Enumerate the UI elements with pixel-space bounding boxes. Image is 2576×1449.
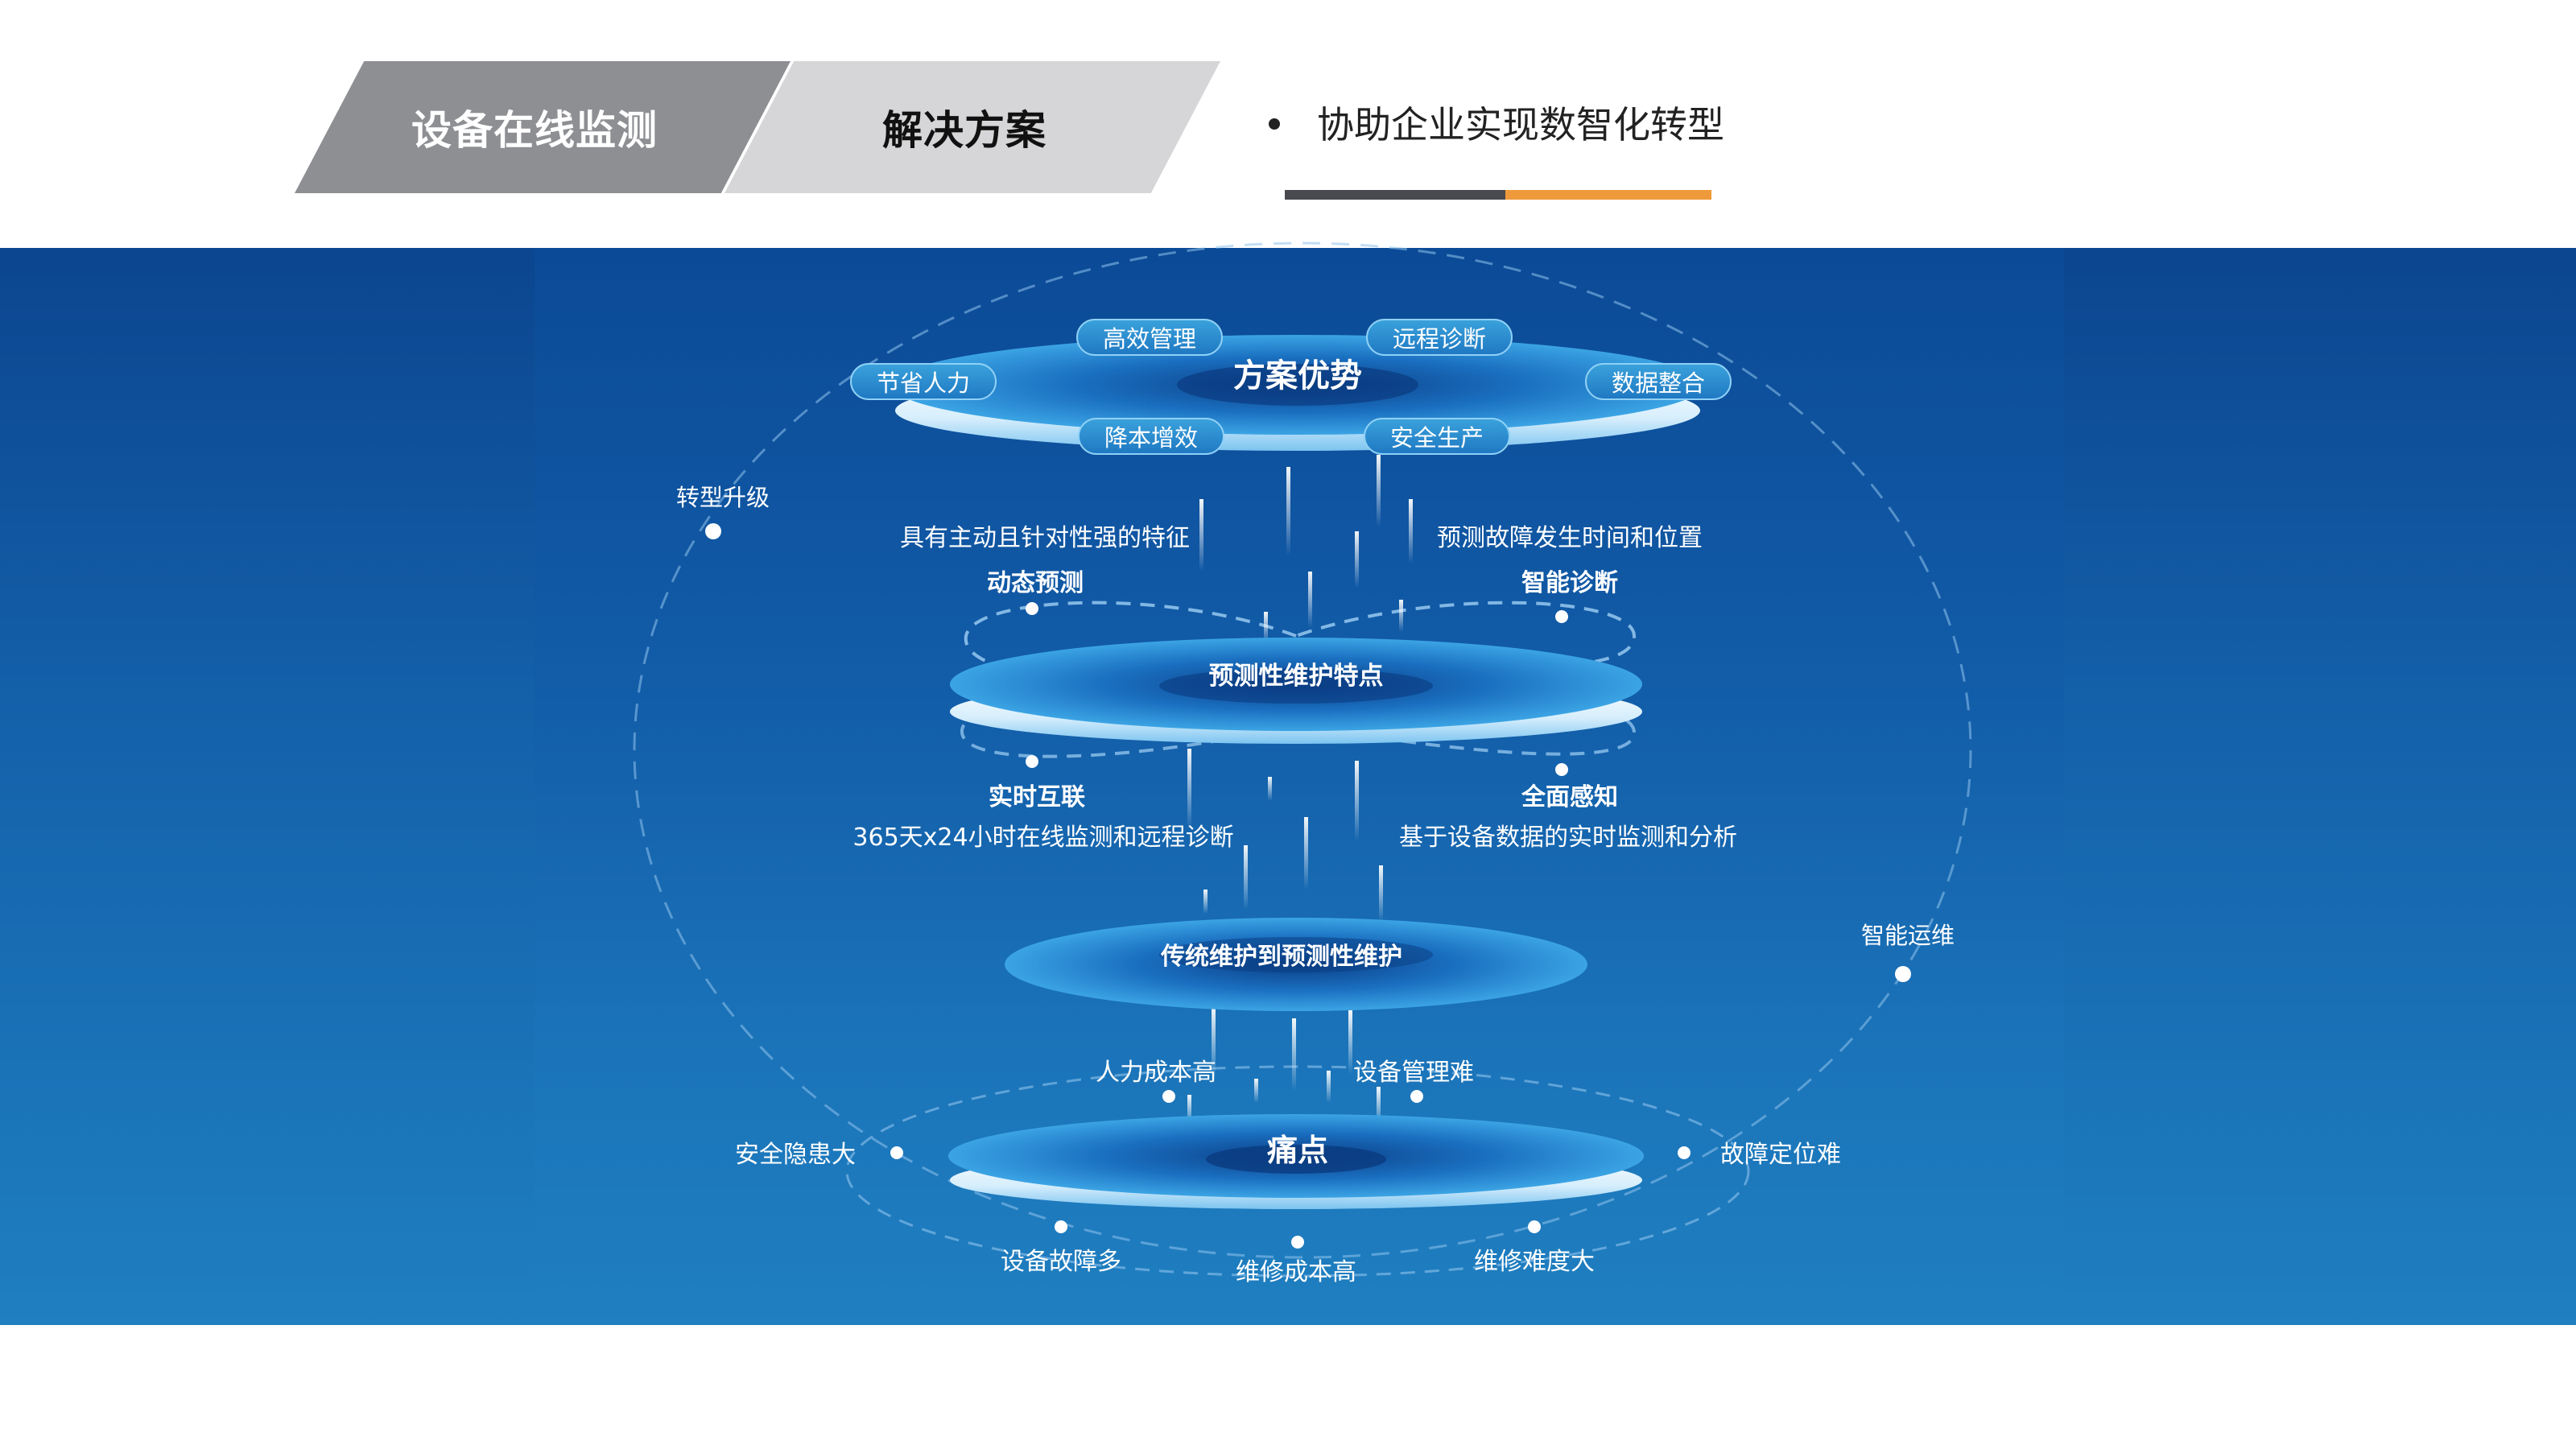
underline-dark-segment bbox=[1285, 190, 1505, 200]
feature-dynamic-prediction: 动态预测 bbox=[987, 569, 1084, 597]
transition-disc bbox=[1005, 918, 1587, 1011]
pill-safe-production bbox=[1364, 418, 1510, 455]
advantage-pills bbox=[850, 319, 1732, 455]
tab-solution[interactable]: 解决方案 bbox=[724, 61, 1220, 193]
feature-full-perception: 全面感知 bbox=[1521, 783, 1618, 811]
label-transform-upgrade: 转型升级 bbox=[676, 484, 770, 511]
pill-safe-production-label: 安全生产 bbox=[1390, 424, 1484, 452]
underline-orange-segment bbox=[1505, 190, 1711, 200]
bullet-icon bbox=[1269, 118, 1280, 130]
features-title: 预测性维护特点 bbox=[1209, 662, 1384, 691]
pill-efficient-management bbox=[1076, 319, 1223, 356]
transition-title: 传统维护到预测性维护 bbox=[1160, 943, 1402, 971]
pain-high-repair-cost: 维修成本高 bbox=[1236, 1258, 1356, 1286]
pill-data-integration-label: 数据整合 bbox=[1612, 369, 1705, 397]
pill-remote-diagnosis bbox=[1366, 319, 1513, 356]
feature-realtime-connect: 实时互联 bbox=[989, 783, 1085, 811]
pain-safety-hazard: 安全隐患大 bbox=[735, 1141, 856, 1169]
pain-hard-device-management: 设备管理难 bbox=[1353, 1059, 1474, 1087]
pill-efficient-management-label: 高效管理 bbox=[1103, 325, 1196, 353]
pain-frequent-faults: 设备故障多 bbox=[1001, 1248, 1121, 1276]
pain-disc bbox=[948, 1114, 1644, 1209]
feature-loop-upper bbox=[964, 601, 1637, 686]
pill-remote-diagnosis-label: 远程诊断 bbox=[1393, 325, 1486, 353]
feature-desc-predict-fault: 预测故障发生时间和位置 bbox=[1437, 524, 1703, 552]
node-dots bbox=[705, 523, 1911, 1249]
tab-solution-label: 解决方案 bbox=[882, 107, 1046, 154]
pill-save-labor bbox=[850, 363, 997, 400]
feature-desc-data-analysis: 基于设备数据的实时监测和分析 bbox=[1399, 824, 1737, 852]
feature-desc-24h-monitoring: 365天x24小时在线监测和远程诊断 bbox=[852, 824, 1233, 852]
pain-fault-location: 故障定位难 bbox=[1720, 1141, 1841, 1169]
pill-cost-reduction bbox=[1078, 418, 1224, 455]
tab-device-monitoring[interactable]: 设备在线监测 bbox=[295, 61, 791, 193]
label-smart-ops: 智能运维 bbox=[1861, 922, 1955, 949]
advantages-title: 方案优势 bbox=[1233, 357, 1362, 394]
subtitle-bullet: 协助企业实现数智化转型 bbox=[1317, 103, 1724, 147]
pain-title: 痛点 bbox=[1267, 1133, 1328, 1168]
pain-orbit-ring bbox=[845, 1065, 1750, 1278]
pain-difficult-repair: 维修难度大 bbox=[1474, 1248, 1595, 1276]
features-disc bbox=[950, 638, 1642, 744]
pill-cost-reduction-label: 降本增效 bbox=[1104, 424, 1198, 452]
outer-orbit-ring bbox=[633, 242, 1972, 1259]
feature-desc-proactive: 具有主动且针对性强的特征 bbox=[900, 524, 1190, 552]
pill-save-labor-label: 节省人力 bbox=[877, 369, 970, 397]
light-beams bbox=[1187, 455, 1413, 1127]
tab-device-monitoring-label: 设备在线监测 bbox=[411, 107, 658, 154]
pill-data-integration bbox=[1585, 363, 1732, 400]
pain-high-labor-cost: 人力成本高 bbox=[1096, 1059, 1216, 1087]
feature-smart-diagnosis: 智能诊断 bbox=[1521, 569, 1618, 597]
